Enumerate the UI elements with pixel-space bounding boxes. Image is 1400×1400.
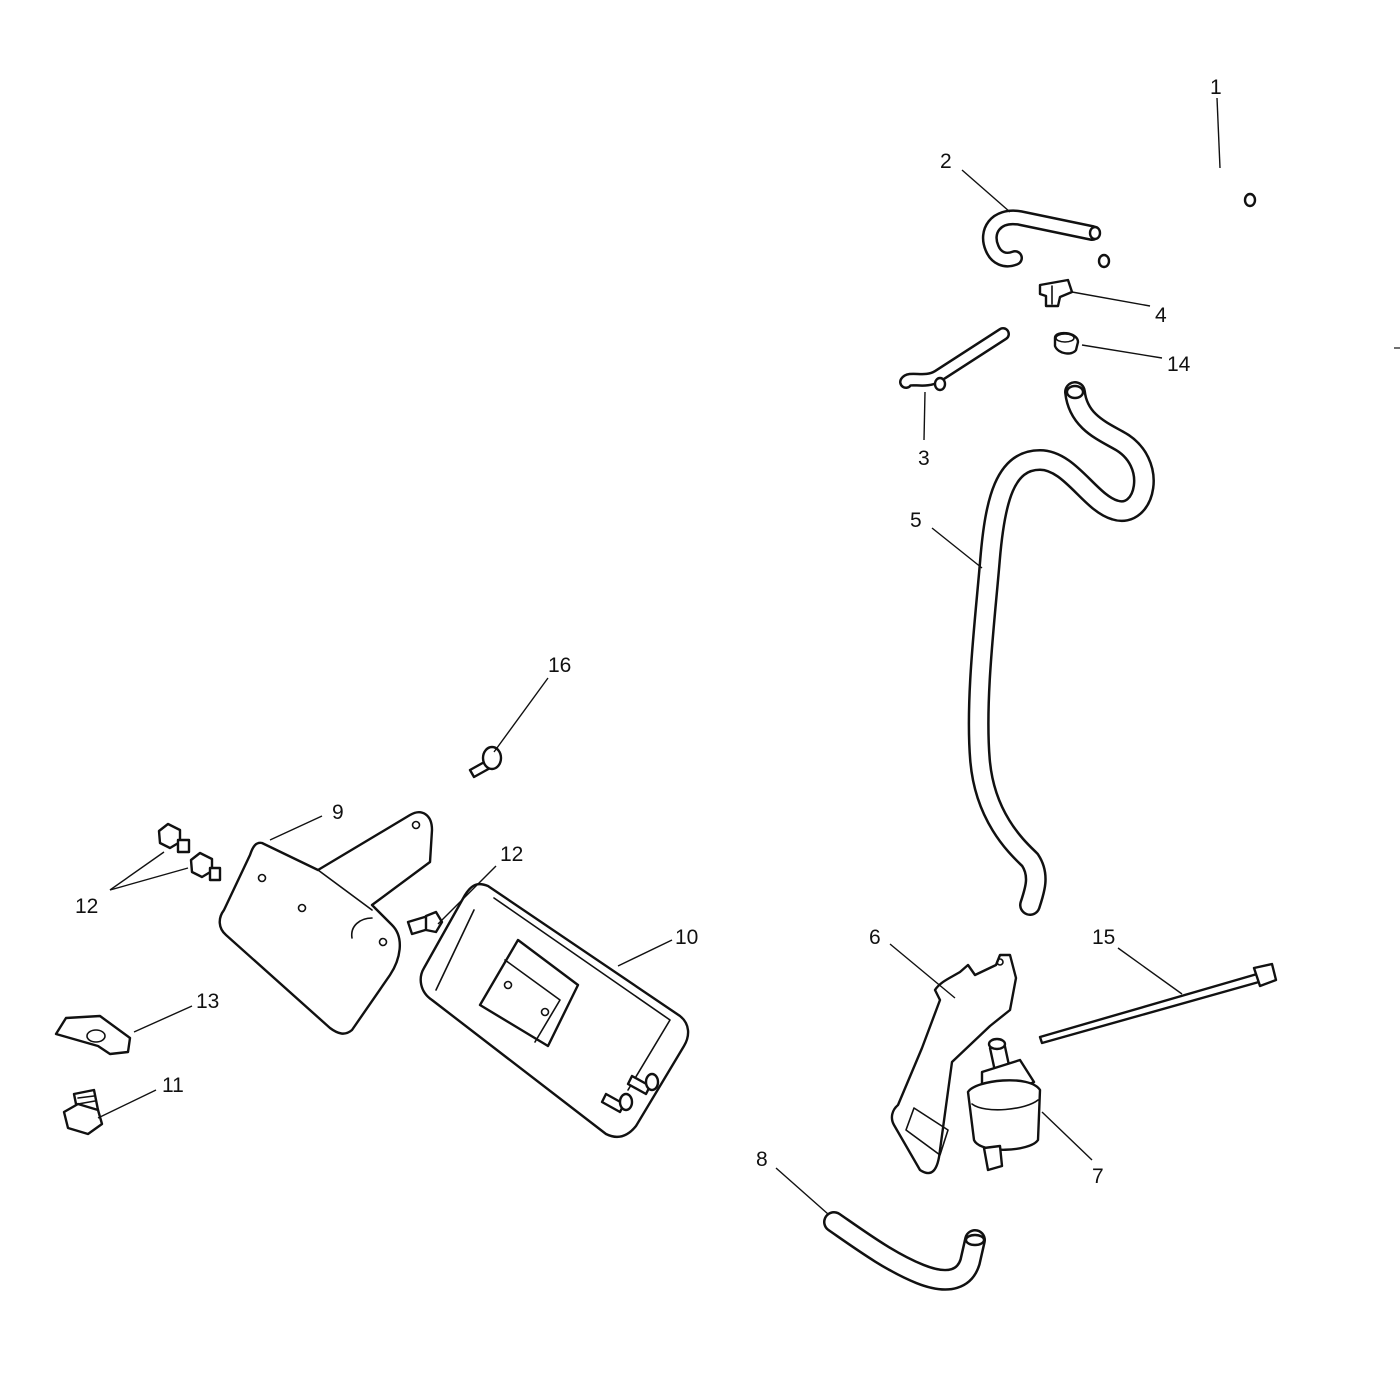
part-16-push-pin (468, 745, 503, 779)
callout-3: 3 (918, 447, 930, 470)
leader-lines (97, 97, 1221, 1215)
part-9-bracket (218, 811, 434, 1035)
callout-13: 13 (196, 990, 219, 1013)
part-15-tie-strap (1038, 962, 1278, 1045)
callout-7: 7 (1092, 1165, 1104, 1188)
part-14-clamp (1053, 331, 1080, 355)
part-1-hose (1097, 178, 1257, 269)
part-6-bracket (890, 953, 1018, 1175)
part-4-tee-connector (1038, 278, 1074, 308)
part-2-hose (981, 209, 1102, 268)
part-11-bolt (62, 1088, 104, 1136)
callout-15: 15 (1092, 926, 1115, 949)
callout-labels: 1 2 4 14 3 5 16 9 12 12 10 6 15 13 11 8 … (75, 76, 1222, 1188)
callout-4: 4 (1155, 304, 1167, 327)
part-7-valve (966, 1037, 1042, 1172)
part-12-bolts-left (157, 822, 222, 882)
callout-2: 2 (940, 150, 952, 173)
callout-9: 9 (332, 801, 344, 824)
part-3-hose (899, 327, 1010, 392)
part-8-hose (823, 1211, 986, 1291)
callout-12-left: 12 (75, 895, 98, 918)
callout-1: 1 (1210, 76, 1222, 99)
callout-5: 5 (910, 509, 922, 532)
callout-11: 11 (162, 1074, 184, 1097)
part-13-clip (54, 1014, 132, 1056)
callout-8: 8 (756, 1148, 768, 1171)
callout-10: 10 (675, 926, 698, 949)
part-5-hose (967, 381, 1155, 916)
callout-14: 14 (1167, 353, 1191, 376)
callout-12-right: 12 (500, 843, 523, 866)
callout-16: 16 (548, 654, 571, 677)
callout-6: 6 (869, 926, 881, 949)
part-12-bolt-right (406, 910, 444, 936)
part-10-canister (419, 882, 690, 1138)
